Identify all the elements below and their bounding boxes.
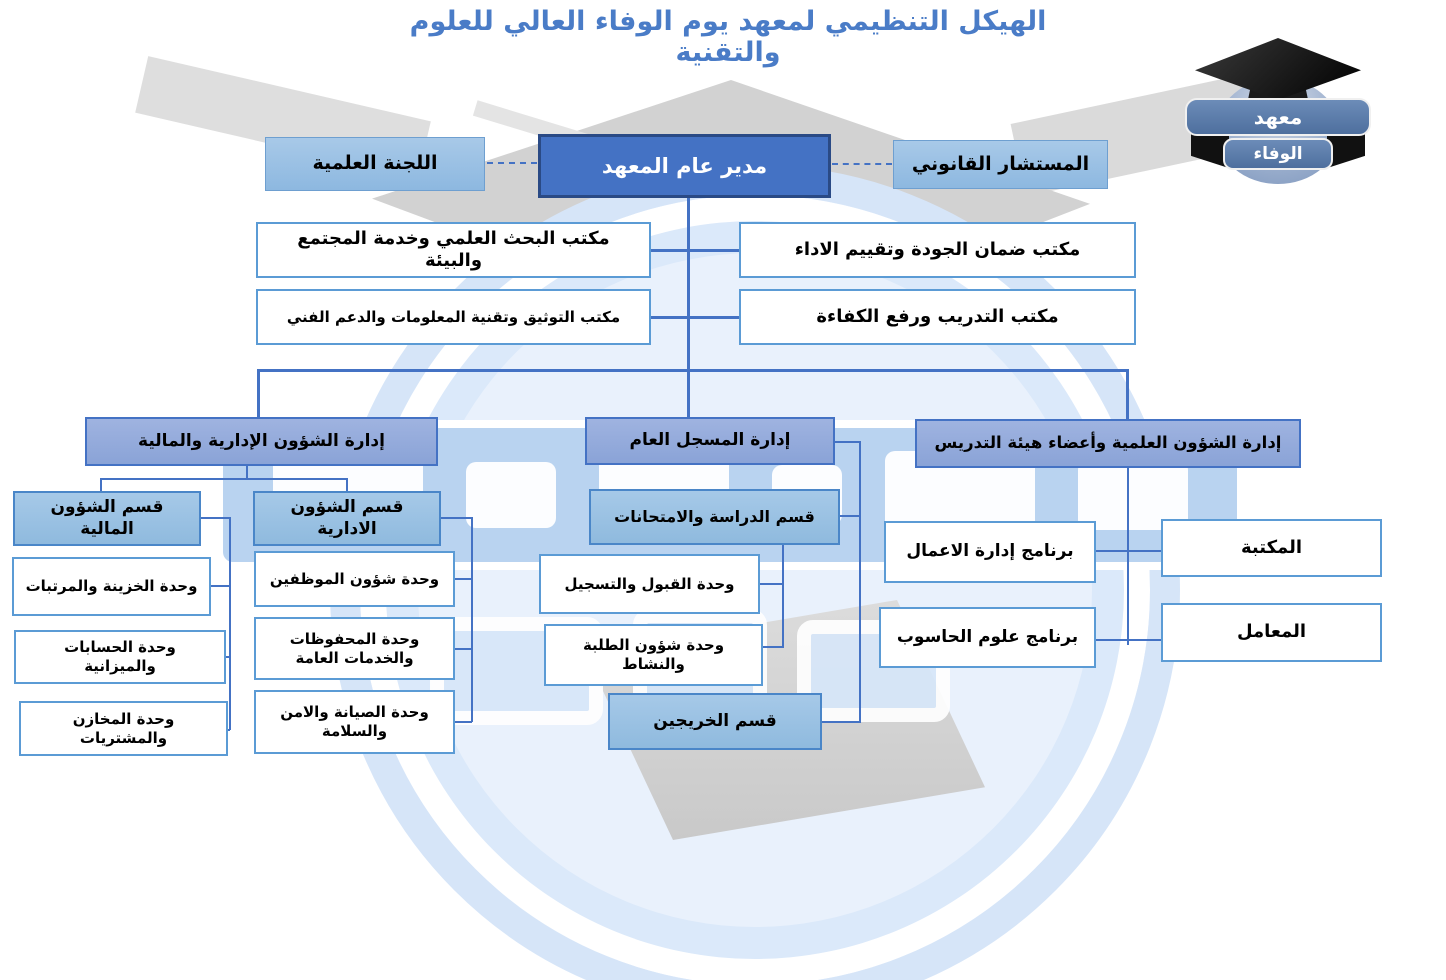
connector-trunk-vertical [687, 198, 690, 370]
connector-offices-row2 [651, 316, 739, 319]
connector-registrar-out [835, 441, 861, 443]
connector-accounts-stub [224, 656, 230, 658]
node-admin-finance-dept: إدارة الشؤون الإدارية والمالية [85, 417, 438, 466]
connector-adminfin-stem [246, 466, 248, 479]
node-cs-program: برنامج علوم الحاسوب [879, 607, 1096, 668]
connector-students-stub [763, 646, 782, 648]
node-scientific-committee: اللجنة العلمية [265, 137, 485, 191]
node-accounts-unit: وحدة الحسابات والميزانية [14, 630, 226, 684]
logo-ribbon-bottom: الوفاء [1223, 138, 1333, 170]
logo-graduation-cap-icon [1195, 38, 1361, 100]
institute-logo: معهد الوفاء [1183, 36, 1373, 186]
connector-study-stub [840, 515, 860, 517]
watermark-glyph [1077, 460, 1188, 530]
node-treasury-unit: وحدة الخزينة والمرتبات [12, 557, 211, 616]
node-director-general: مدير عام المعهد [538, 134, 831, 198]
node-academic-dept: إدارة الشؤون العلمية وأعضاء هيئة التدريس [915, 419, 1301, 468]
connector-director-advisor [832, 163, 892, 165]
connector-drop-finance-section [100, 478, 102, 492]
connector-finance-rail [229, 517, 231, 730]
node-stores-unit: وحدة المخازن والمشتريات [19, 701, 228, 756]
connector-maintenance-stub [455, 721, 472, 723]
node-finance-section: قسم الشؤون المالية [13, 491, 201, 546]
connector-offices-row1 [651, 249, 739, 252]
connector-adminfin-split [100, 478, 348, 480]
node-admin-section: قسم الشؤون الادارية [253, 491, 441, 546]
connector-admission-stub [760, 583, 782, 585]
connector-admin-rail [471, 517, 473, 722]
node-documentation-office: مكتب التوثيق وتقنية المعلومات والدعم الف… [256, 289, 651, 345]
connector-staff-stub [455, 578, 472, 580]
node-quality-office: مكتب ضمان الجودة وتقييم الاداء [739, 222, 1136, 278]
connector-programs-row1 [1096, 550, 1161, 552]
node-library: المكتبة [1161, 519, 1382, 577]
connector-committee-director [487, 162, 537, 164]
node-registrar-dept: إدارة المسجل العام [585, 417, 835, 465]
connector-drop-admin-section [346, 478, 348, 492]
node-maintenance-unit: وحدة الصيانة والامن والسلامة [254, 690, 455, 754]
connector-programs-row2 [1096, 639, 1161, 641]
connector-drop-right-dept [1126, 369, 1129, 420]
node-business-program: برنامج إدارة الاعمال [884, 521, 1096, 583]
node-graduates-section: قسم الخريجين [608, 693, 822, 750]
connector-drop-left-dept [257, 369, 260, 418]
page-title: الهيكل التنظيمي لمعهد يوم الوفاء العالي … [409, 6, 1047, 68]
connector-admin-out [441, 517, 473, 519]
node-training-office: مكتب التدريب ورفع الكفاءة [739, 289, 1136, 345]
node-admission-unit: وحدة القبول والتسجيل [539, 554, 760, 614]
node-labs: المعامل [1161, 603, 1382, 662]
node-student-affairs-unit: وحدة شؤون الطلبة والنشاط [544, 624, 763, 686]
connector-registrar-rail [859, 441, 861, 723]
connector-academic-rail [1127, 468, 1129, 645]
connector-study-rail [782, 545, 784, 648]
connector-graduates-stub [822, 721, 860, 723]
node-research-office: مكتب البحث العلمي وخدمة المجتمع والبيئة [256, 222, 651, 278]
connector-drop-center-dept [687, 369, 690, 418]
connector-finance-out [200, 517, 231, 519]
connector-treasury-stub [211, 585, 230, 587]
connector-main-distributor [257, 369, 1129, 372]
node-staff-unit: وحدة شؤون الموظفين [254, 551, 455, 607]
node-legal-advisor: المستشار القانوني [893, 140, 1108, 189]
connector-archives-stub [455, 648, 472, 650]
logo-ribbon-top: معهد [1185, 98, 1371, 136]
node-archives-unit: وحدة المحفوظات والخدمات العامة [254, 617, 455, 680]
watermark-glyph [465, 462, 556, 528]
node-study-section: قسم الدراسة والامتحانات [589, 489, 840, 545]
connector-stores-stub [226, 729, 230, 731]
